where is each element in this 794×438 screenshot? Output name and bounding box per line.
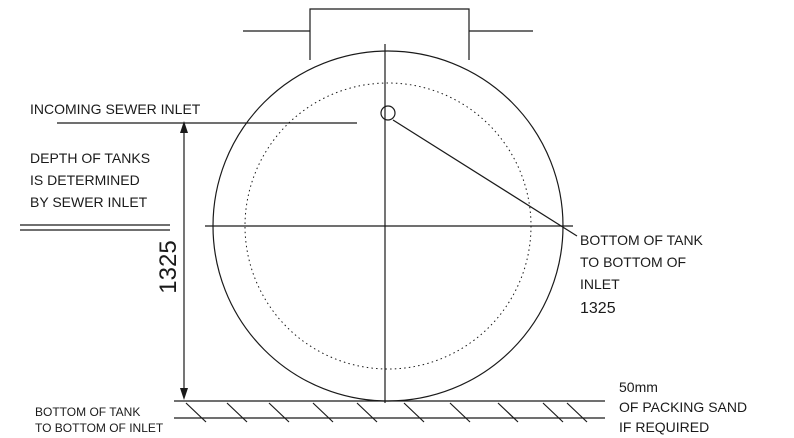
sand-note-line-2: OF PACKING SAND — [619, 399, 747, 415]
callout-line-2: TO BOTTOM OF — [580, 254, 686, 270]
callout-line-4: 1325 — [580, 300, 616, 317]
depth-note-line-1: DEPTH OF TANKS — [30, 150, 150, 166]
bottom-left-line-2: TO BOTTOM OF INLET — [35, 421, 164, 435]
dimension-arrow-top — [180, 121, 188, 133]
manhole-riser — [309, 8, 470, 60]
sand-note-line-3: IF REQUIRED — [619, 419, 709, 435]
bottom-left-line-1: BOTTOM OF TANK — [35, 405, 140, 419]
dimension-value-label: 1325 — [155, 240, 182, 293]
dimension-arrow-bottom — [180, 388, 188, 400]
depth-note-line-2: IS DETERMINED — [30, 172, 140, 188]
callout-line-3: INLET — [580, 276, 620, 292]
depth-note-line-3: BY SEWER INLET — [30, 194, 148, 210]
callout-leader-line — [392, 119, 578, 237]
inlet-circle — [380, 105, 396, 121]
incoming-sewer-inlet-label: INCOMING SEWER INLET — [30, 101, 201, 117]
callout-line-1: BOTTOM OF TANK — [580, 232, 704, 248]
sand-note-line-1: 50mm — [619, 379, 658, 395]
ground-hatching — [185, 402, 588, 423]
